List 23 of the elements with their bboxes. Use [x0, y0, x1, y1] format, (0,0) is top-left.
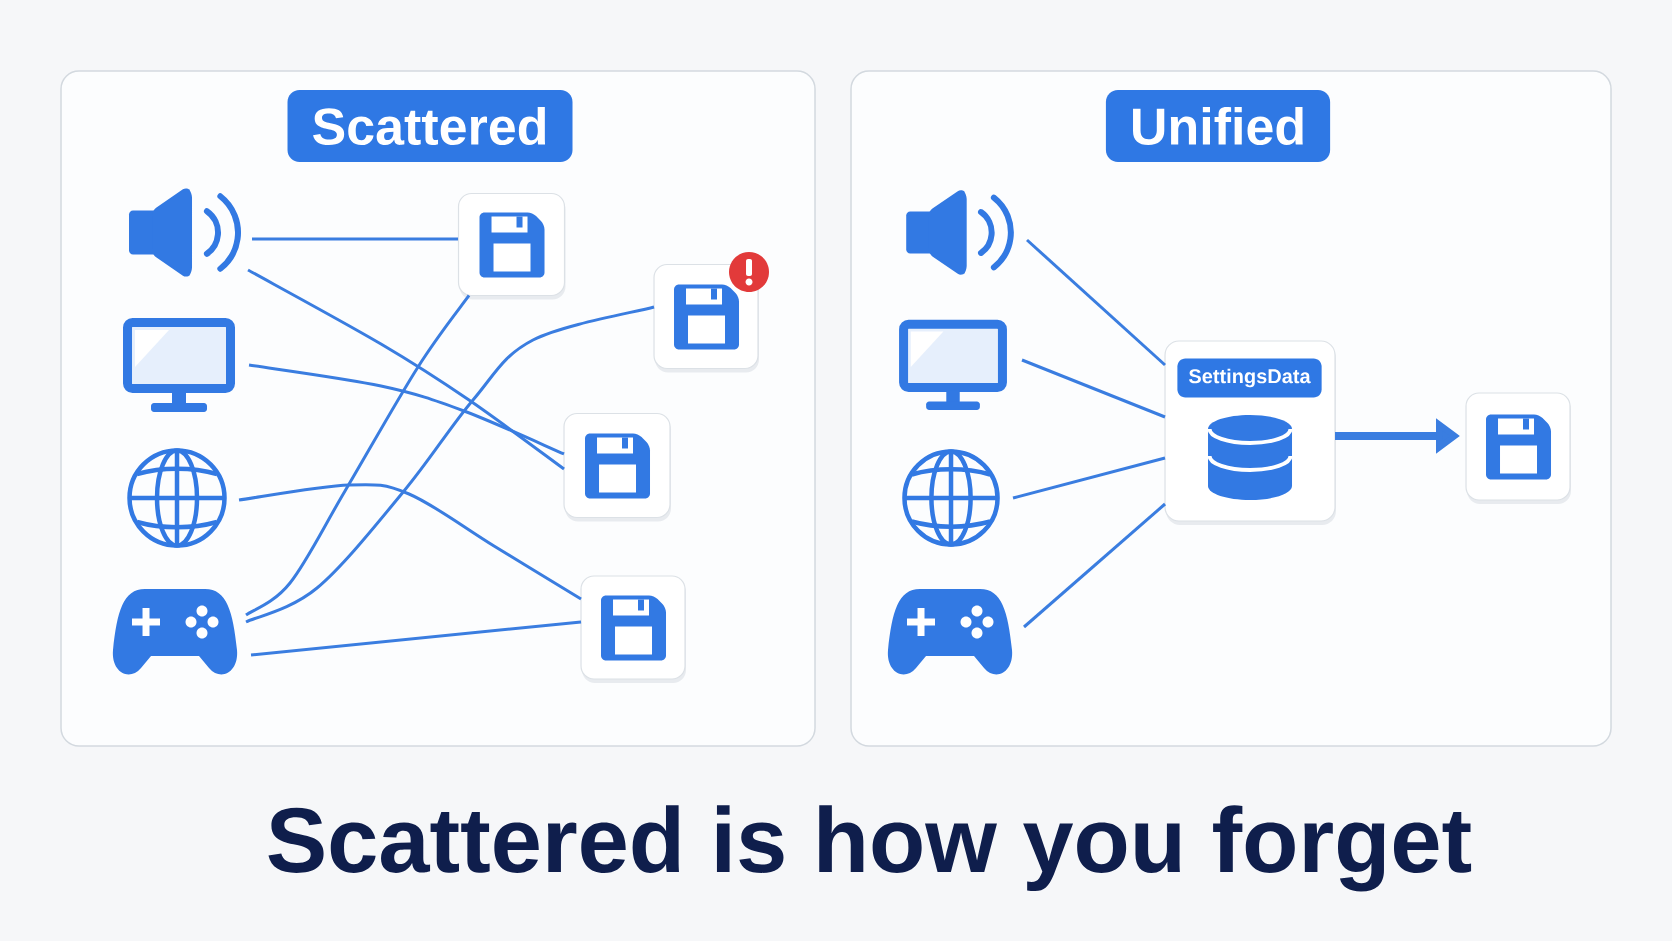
- connector-line: [252, 237, 458, 241]
- connector-line: [238, 483, 582, 601]
- label-badge: SettingsData: [1177, 358, 1322, 398]
- connector-line: [248, 363, 565, 456]
- heading-badge: Scattered: [287, 90, 573, 162]
- globe-icon: [127, 448, 227, 548]
- connector-line: [245, 305, 655, 624]
- connector-line: [250, 620, 582, 657]
- speaker-icon: [906, 190, 1014, 275]
- gamepad-icon: [112, 589, 238, 675]
- connector-line: [1026, 238, 1166, 367]
- caption: Scattered is how you forget: [268, 805, 1472, 892]
- connector-line: [1012, 456, 1166, 500]
- heading-badge: Unified: [1105, 90, 1331, 162]
- speaker-icon: [129, 188, 241, 277]
- monitor-icon: [899, 319, 1007, 411]
- gamepad-icon: [887, 589, 1013, 675]
- connector-line: [1023, 502, 1166, 629]
- connector-line: [247, 268, 565, 471]
- connector-line: [245, 294, 471, 617]
- connector-line: [1021, 358, 1166, 419]
- globe-icon: [902, 449, 1000, 547]
- monitor-icon: [123, 318, 235, 412]
